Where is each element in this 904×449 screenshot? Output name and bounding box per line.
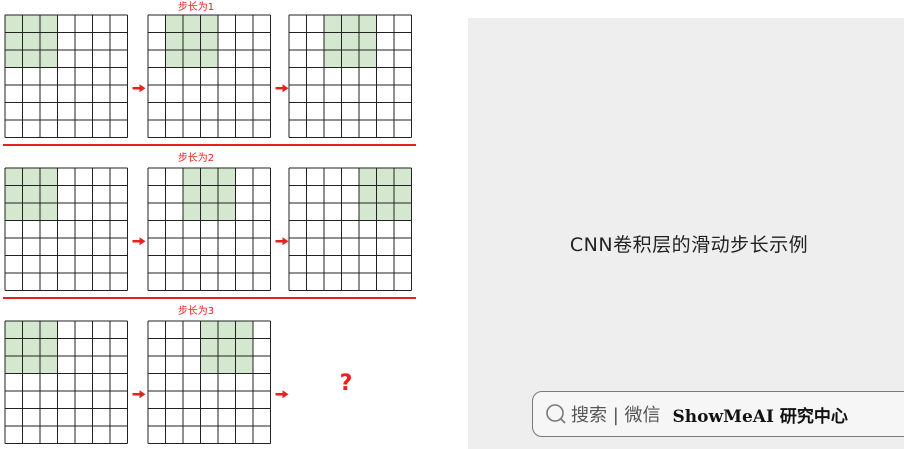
search-label: 搜索 | 微信 — [571, 405, 661, 426]
grid-row2-step1 — [4, 167, 128, 291]
kernel-window — [359, 168, 412, 221]
grid-row2-step3 — [288, 167, 412, 291]
arrow-icon — [275, 84, 289, 93]
grid-row3-step2 — [147, 320, 271, 444]
kernel-window — [183, 168, 236, 221]
search-icon — [546, 404, 566, 424]
grid-row2-step2 — [147, 167, 271, 291]
kernel-window — [5, 168, 58, 221]
kernel-window — [165, 15, 218, 68]
arrow-icon — [275, 237, 289, 246]
caption-panel: CNN卷积层的滑动步长示例 搜索 | 微信 ShowMeAI 研究中心 — [468, 18, 904, 449]
arrow-icon — [132, 390, 146, 399]
kernel-window — [324, 15, 377, 68]
grid-row1-step1 — [4, 14, 128, 138]
kernel-window — [5, 321, 58, 374]
caption-title: CNN卷积层的滑动步长示例 — [569, 234, 809, 256]
arrow-icon — [132, 237, 146, 246]
unknown-result-mark: ? — [340, 371, 353, 396]
arrow-icon — [132, 84, 146, 93]
grid-row1-step3 — [288, 14, 412, 138]
grid-row3-step1 — [4, 320, 128, 444]
stride-label-row-2: 步长为2 — [178, 152, 214, 164]
brand-label: ShowMeAI 研究中心 — [672, 406, 848, 427]
kernel-window — [5, 15, 58, 68]
stride-label-row-3: 步长为3 — [178, 305, 214, 317]
grid-row1-step2 — [147, 14, 271, 138]
stride-label-row-1: 步长为1 — [178, 1, 214, 13]
arrow-icon — [275, 390, 289, 399]
stride-diagram: 步长为1 步长为2 步长为3 ? — [3, 1, 416, 444]
wechat-search-box: 搜索 | 微信 ShowMeAI 研究中心 — [532, 391, 904, 437]
kernel-window — [200, 321, 253, 374]
